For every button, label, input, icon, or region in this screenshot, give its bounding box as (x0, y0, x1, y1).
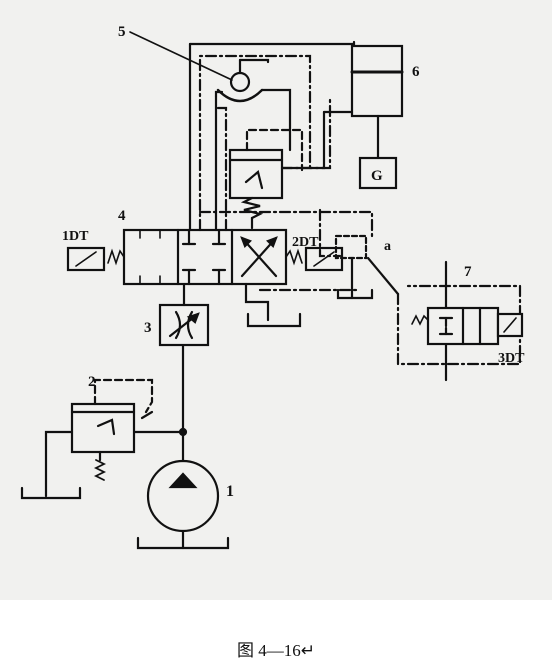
gauge-g-box (358, 156, 398, 190)
label-relief-valve: 2 (88, 374, 96, 390)
pilot-lines (198, 54, 374, 292)
label-solenoid-valve: 7 (464, 264, 472, 280)
label-throttle-valve: 3 (144, 320, 152, 336)
label-solenoid-1dt: 1DT (62, 229, 89, 244)
throttle-valve-symbol (158, 303, 210, 347)
label-check-valve: 5 (118, 24, 126, 40)
sequence-valve-symbol (228, 128, 304, 220)
label-solenoid-3dt: 3DT (498, 351, 525, 366)
label-gauge: G (371, 168, 383, 184)
solenoid-valve-7-symbol (396, 260, 524, 382)
leader-5 (129, 31, 233, 81)
cylinder-symbol (280, 44, 404, 170)
label-solenoid-2dt: 2DT (292, 235, 319, 250)
label-point-a: a (384, 239, 391, 254)
label-pump: 1 (226, 483, 234, 500)
relief-valve-symbol (20, 378, 154, 500)
hydraulic-diagram: 1 2 3 4 5 6 7 G 1DT 2DT 3DT a (0, 0, 552, 600)
label-cylinder: 6 (412, 64, 420, 80)
pump-symbol (136, 459, 230, 550)
check-valve-symbol (214, 71, 292, 152)
label-directional-valve: 4 (118, 208, 126, 224)
hydraulic-circuit-svg: 1 2 3 4 5 6 7 G 1DT 2DT 3DT a (20, 24, 525, 550)
tank-return-line (244, 282, 270, 322)
directional-valve-symbol (107, 228, 303, 286)
figure-caption: 图 4—16↵ (237, 641, 315, 660)
